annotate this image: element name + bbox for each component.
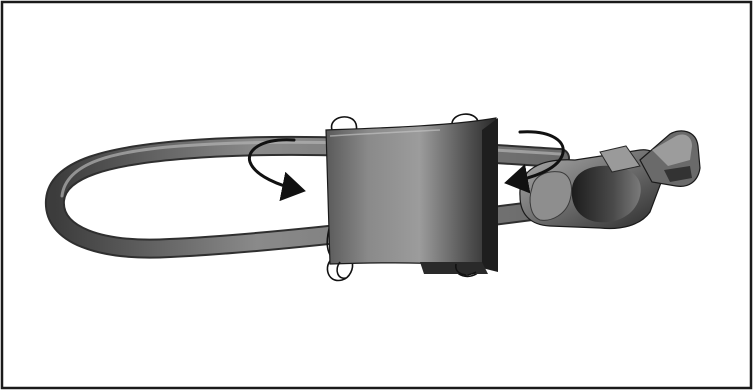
rotate-arrow-right-icon	[504, 130, 565, 194]
front-loops	[336, 261, 477, 280]
connector-plug	[519, 130, 701, 230]
rotate-arrow-left-icon	[247, 138, 306, 202]
wrap-band	[325, 117, 498, 274]
